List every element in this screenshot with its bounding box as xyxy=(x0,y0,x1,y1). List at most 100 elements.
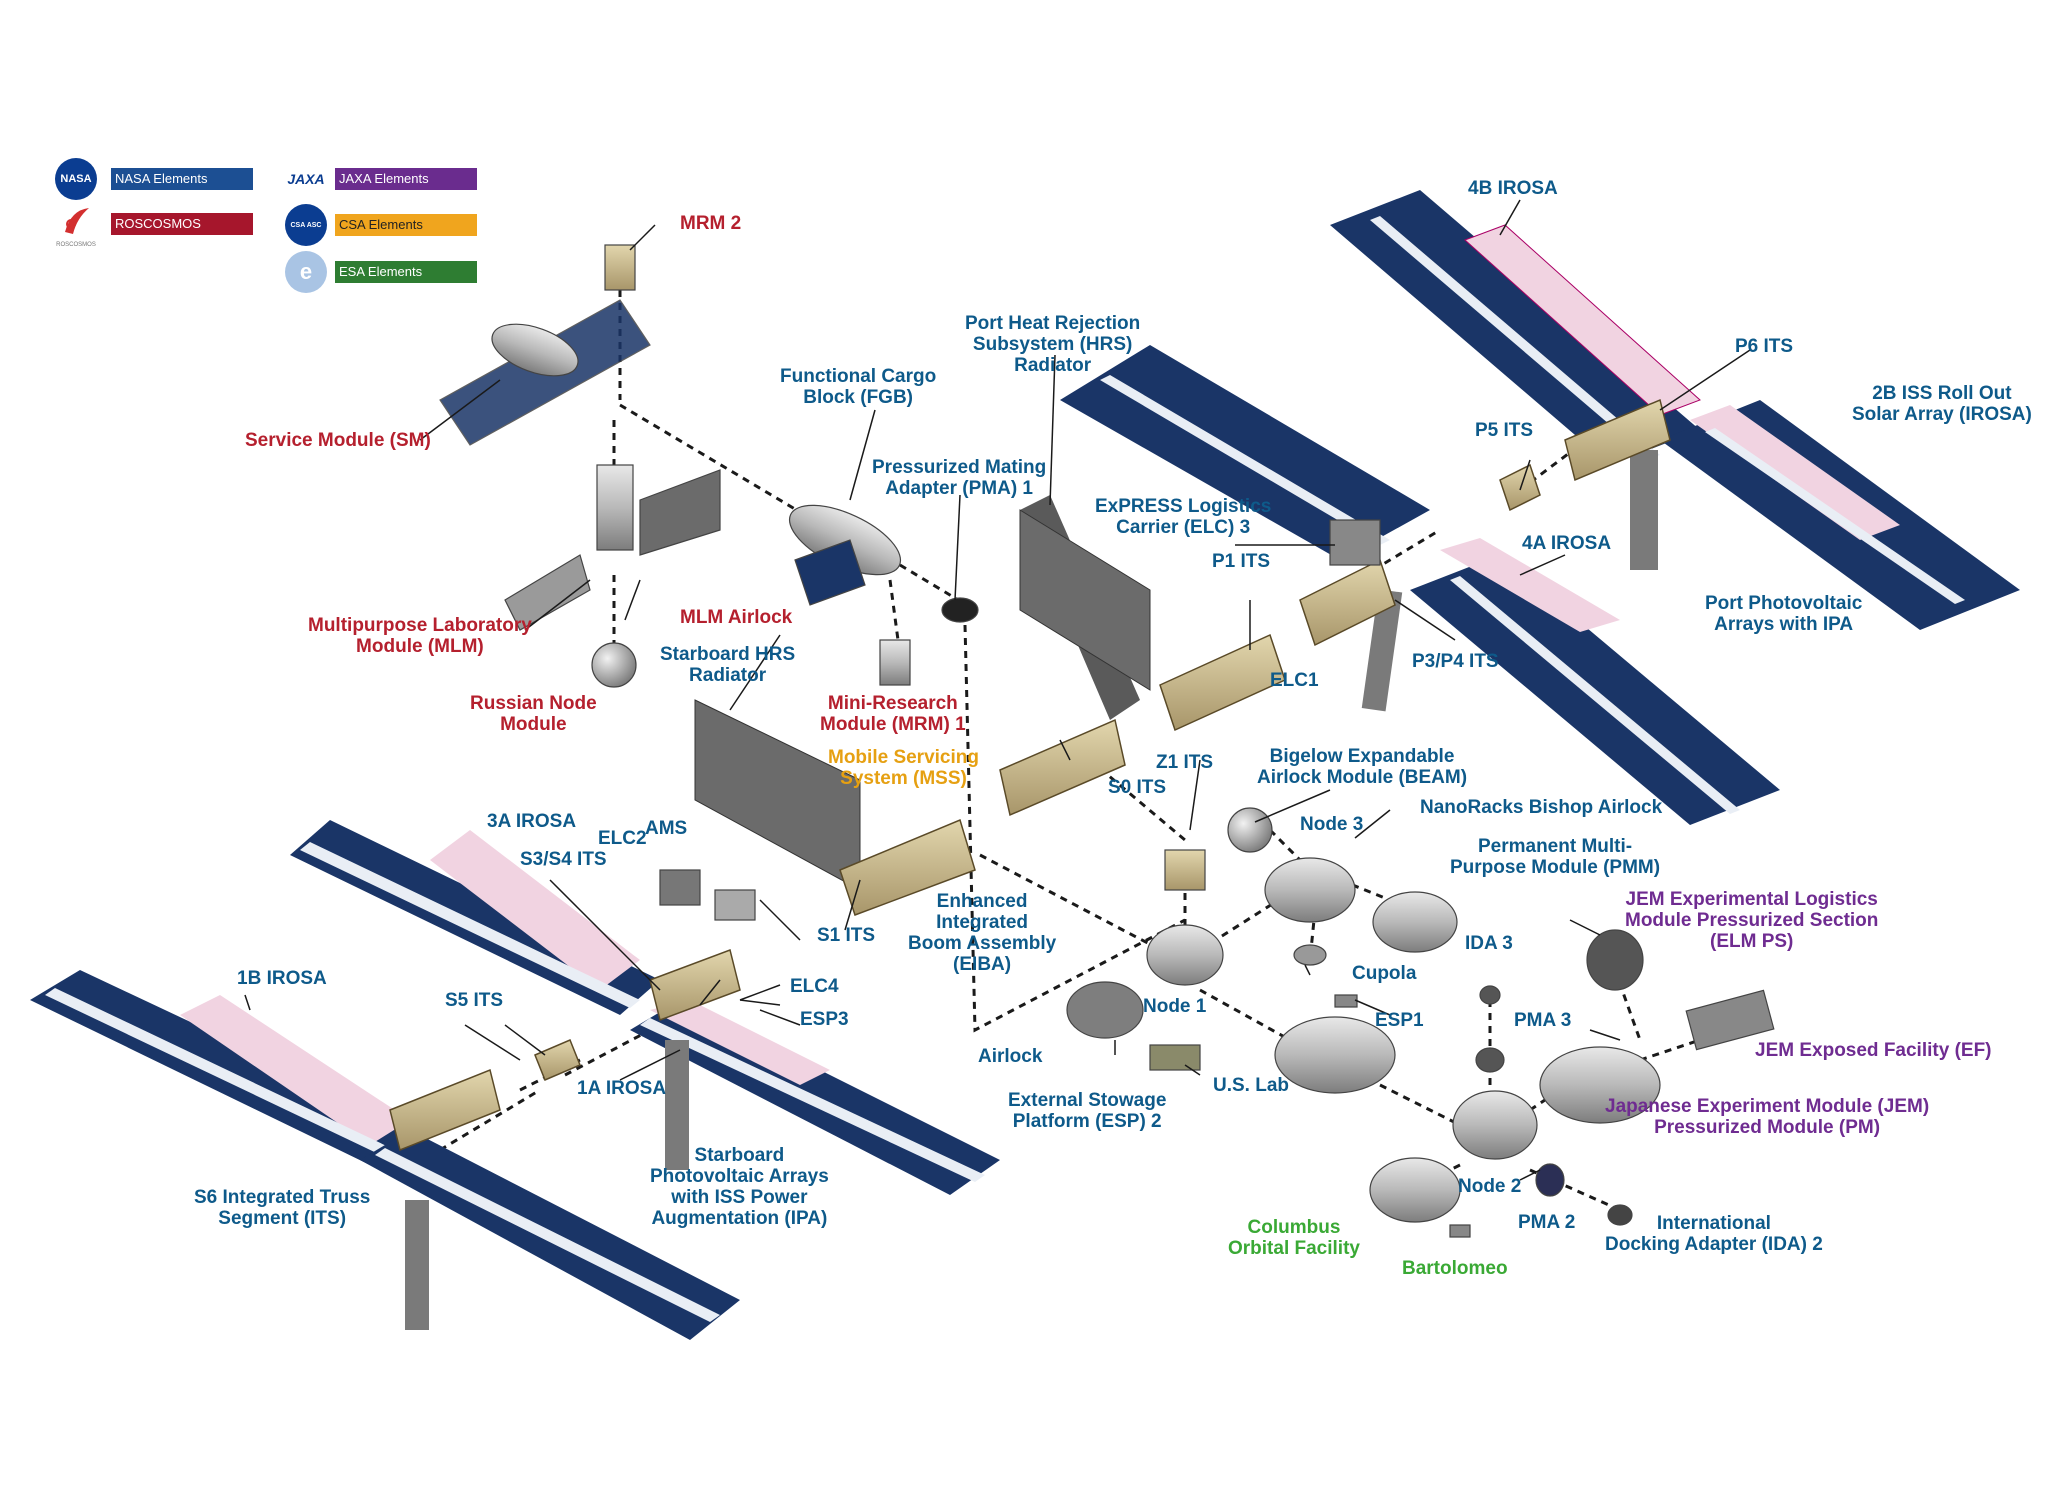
label-elc1: ELC1 xyxy=(1270,670,1319,691)
label-pma3: PMA 3 xyxy=(1514,1010,1572,1031)
label-ida2: International Docking Adapter (IDA) 2 xyxy=(1605,1213,1823,1255)
port-hrs-radiator xyxy=(1019,495,1151,720)
elm-ps-shape xyxy=(1586,929,1644,991)
node1-lab-connector xyxy=(1199,988,1291,1042)
node2-shape xyxy=(1452,1090,1538,1160)
label-cupola: Cupola xyxy=(1352,963,1417,984)
legend-item-roscosmos: ROSCOSMOS ROSCOSMOS Elements xyxy=(55,200,253,253)
legend-item-csa: CSA ASC CSA Elements xyxy=(285,204,477,246)
modules xyxy=(439,244,1775,1238)
label-pma2: PMA 2 xyxy=(1518,1212,1576,1233)
us-lab-shape xyxy=(1274,1016,1396,1094)
s1-node1-connector xyxy=(979,853,1181,962)
jaxa-logo-text: JAXA xyxy=(287,171,325,187)
columbus-shape xyxy=(1369,1157,1461,1223)
p5-truss xyxy=(1499,463,1541,512)
fgb-shape xyxy=(788,504,902,606)
s1-truss xyxy=(839,818,976,916)
label-esp3: ESP3 xyxy=(800,1009,849,1030)
array-1a xyxy=(630,1000,1000,1195)
label-ida3: IDA 3 xyxy=(1465,933,1513,954)
legend-item-jaxa: JAXA JAXA Elements xyxy=(285,158,477,200)
label-p1: P1 ITS xyxy=(1212,551,1271,572)
legend-label-csa: CSA Elements xyxy=(335,214,477,236)
label-beam: Bigelow Expandable Airlock Module (BEAM) xyxy=(1257,746,1468,788)
label-irosa-4a: 4A IROSA xyxy=(1522,533,1612,554)
label-eiba: Enhanced Integrated Boom Assembly (EIBA) xyxy=(908,891,1057,975)
label-columbus: Columbus Orbital Facility xyxy=(1228,1217,1360,1259)
jem-ef-connector xyxy=(1639,1038,1701,1062)
array-2b xyxy=(1660,400,2020,630)
label-elc4: ELC4 xyxy=(790,976,839,997)
trusses xyxy=(389,398,1671,1152)
mlm-shape xyxy=(504,464,721,631)
label-service-module: Service Module (SM) xyxy=(245,430,431,451)
label-mrm1: Mini-Research Module (MRM) 1 xyxy=(820,693,966,735)
label-irosa-2b: 2B ISS Roll Out Solar Array (IROSA) xyxy=(1852,383,2032,425)
service-module-shape xyxy=(439,299,651,446)
label-mlm: Multipurpose Laboratory Module (MLM) xyxy=(308,615,532,657)
roscosmos-logo-wrap: ROSCOSMOS xyxy=(55,200,97,248)
roscosmos-mark xyxy=(65,208,89,234)
array-port-upper xyxy=(1060,345,1430,560)
label-s3s4: S3/S4 ITS xyxy=(520,849,607,870)
ida3-shape xyxy=(1479,985,1501,1005)
label-bartolomeo: Bartolomeo xyxy=(1402,1258,1508,1279)
mrm1-shape xyxy=(879,639,911,686)
legend-label-nasa: NASA Elements xyxy=(111,168,253,190)
label-starboard-hrs: Starboard HRS Radiator xyxy=(660,644,796,686)
p3-truss xyxy=(1299,558,1396,647)
label-s5: S5 ITS xyxy=(445,990,504,1011)
s5-s6-connector xyxy=(439,1088,541,1152)
cupola-shape xyxy=(1293,944,1327,966)
p6-truss xyxy=(1564,398,1671,482)
ams-shape xyxy=(714,889,756,921)
russian-node-shape xyxy=(591,642,637,688)
pma2-shape xyxy=(1535,1163,1565,1197)
label-elc2: ELC2 xyxy=(598,828,647,849)
radiator-p3 xyxy=(1361,589,1403,712)
array-3a xyxy=(290,820,660,1015)
node3-beam-connector xyxy=(1268,828,1302,862)
z1-shape xyxy=(1164,849,1206,891)
airlock-shape xyxy=(1066,981,1144,1039)
node3-shape xyxy=(1264,857,1356,923)
fgb-pma1-connector xyxy=(899,563,976,612)
elc3-shape xyxy=(1329,519,1381,566)
elc2-shape xyxy=(659,869,701,906)
label-jem-pm: Japanese Experiment Module (JEM) Pressur… xyxy=(1605,1096,1930,1138)
sm-fgb-connector xyxy=(619,403,806,517)
esa-logo-icon: e xyxy=(285,251,327,293)
label-airlock: Airlock xyxy=(978,1046,1043,1067)
bartolomeo-shape xyxy=(1449,1224,1471,1238)
label-mlm-airlock: MLM Airlock xyxy=(680,607,793,628)
array-s6-lower xyxy=(360,1130,740,1340)
esa-logo-text: e xyxy=(299,259,313,284)
pma1-node1-connector xyxy=(963,624,1186,1033)
label-ams: AMS xyxy=(645,818,688,839)
nasa-logo-icon: NASA xyxy=(55,158,97,200)
label-irosa-3a: 3A IROSA xyxy=(487,811,577,832)
label-node2: Node 2 xyxy=(1458,1176,1522,1197)
label-irosa-1a: 1A IROSA xyxy=(577,1078,667,1099)
legend-label-roscosmos: ROSCOSMOS Elements xyxy=(111,213,253,253)
solar-arrays xyxy=(30,190,2020,1340)
label-irosa-1b: 1B IROSA xyxy=(237,968,327,989)
label-mrm2: MRM 2 xyxy=(680,213,742,234)
label-irosa-4b: 4B IROSA xyxy=(1468,178,1558,199)
s5-s3-connector xyxy=(564,1023,661,1077)
p1-truss xyxy=(1159,633,1286,732)
pmm-shape xyxy=(1372,891,1458,953)
label-z1: Z1 ITS xyxy=(1156,752,1214,773)
label-s6: S6 Integrated Truss Segment (ITS) xyxy=(194,1187,371,1229)
legend-label-esa: ESA Elements xyxy=(335,261,477,283)
s5-truss xyxy=(534,1039,581,1081)
radiator-p6 xyxy=(1630,450,1658,570)
radiator-s6 xyxy=(405,1200,429,1330)
legend-item-nasa: NASA NASA Elements xyxy=(55,158,253,200)
label-jem-ef: JEM Exposed Facility (EF) xyxy=(1755,1040,1992,1061)
nasa-logo-text: NASA xyxy=(60,173,92,185)
label-node3: Node 3 xyxy=(1300,814,1364,835)
jaxa-logo-icon: JAXA xyxy=(285,158,327,200)
